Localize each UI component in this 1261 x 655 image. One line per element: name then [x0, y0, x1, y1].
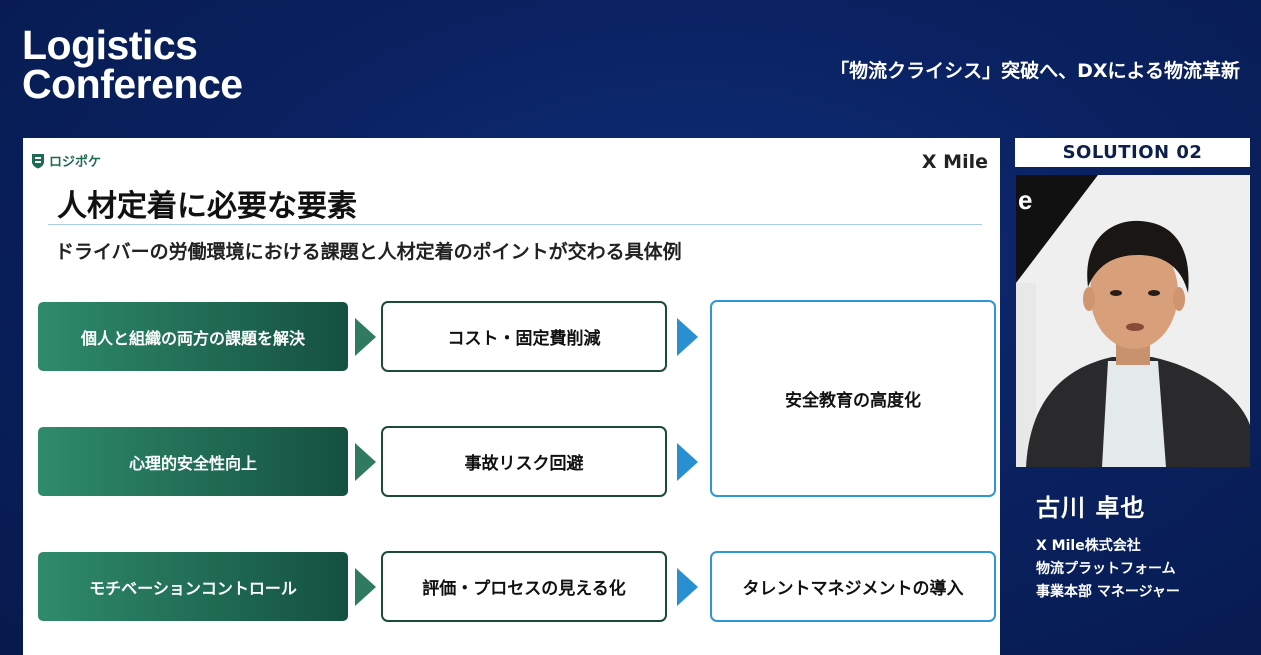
arrow-right-icon — [355, 443, 376, 481]
impact-box-3: 評価・プロセスの見える化 — [381, 551, 667, 622]
logo-line-2: Conference — [22, 60, 243, 107]
arrow-right-icon — [677, 318, 698, 356]
slide-title: 人材定着に必要な要素 — [57, 189, 357, 224]
solution-tag: SOLUTION 02 — [1015, 138, 1250, 167]
arrow-right-icon — [355, 568, 376, 606]
svg-text:e: e — [1018, 185, 1032, 215]
logo-line-1: Logistics — [22, 22, 198, 68]
session-headline: 「物流クライシス」突破へ、DXによる物流革新 — [830, 60, 1240, 82]
factor-box-2: 心理的安全性向上 — [38, 427, 348, 496]
speaker-name: 古川 卓也 — [1036, 494, 1146, 522]
outcome-box-3: タレントマネジメントの導入 — [710, 551, 996, 622]
brand-mark: ロジポケ — [31, 151, 101, 170]
factor-box-1: 個人と組織の両方の課題を解決 — [38, 302, 348, 371]
brand-label: ロジポケ — [49, 155, 102, 170]
arrow-right-icon — [677, 568, 698, 606]
title-divider — [48, 224, 982, 225]
outcome-box-merged: 安全教育の高度化 — [710, 300, 996, 497]
speaker-department: 物流プラットフォーム — [1036, 561, 1176, 577]
shield-icon — [32, 153, 44, 168]
speaker-title: 事業本部 マネージャー — [1036, 584, 1180, 600]
speaker-company: X Mile株式会社 — [1036, 538, 1141, 554]
factor-box-3: モチベーションコントロール — [38, 552, 348, 621]
arrow-right-icon — [355, 318, 376, 356]
slide-subtitle: ドライバーの労働環境における課題と人材定着のポイントが交わる具体例 — [55, 241, 682, 263]
presentation-slide: ロジポケ X Mile 人材定着に必要な要素 ドライバーの労働環境における課題と… — [23, 138, 1000, 655]
impact-box-2: 事故リスク回避 — [381, 426, 667, 497]
arrow-right-icon — [677, 443, 698, 481]
speaker-portrait: e — [1016, 175, 1250, 467]
partner-name: X Mile — [921, 151, 988, 173]
impact-box-1: コスト・固定費削減 — [381, 301, 667, 372]
speaker-video: e — [1016, 175, 1250, 467]
conference-logo: Logistics Conference — [22, 22, 243, 107]
